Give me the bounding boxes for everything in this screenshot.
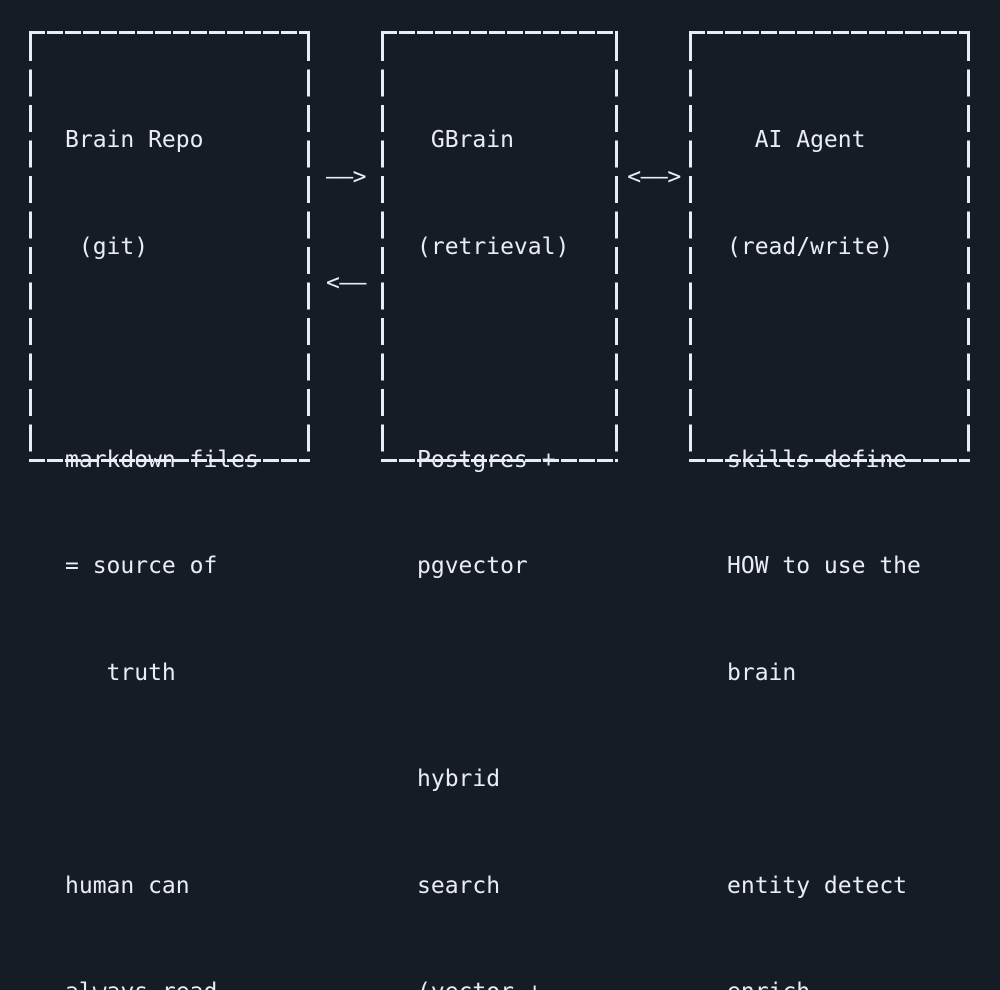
- box-ai-agent-line-subtitle: (read/write): [727, 233, 894, 260]
- box-ai-agent-top-border: [689, 31, 970, 34]
- box-gbrain-line-3: Postgres +: [417, 446, 556, 473]
- box-gbrain-right-border: [615, 34, 618, 459]
- box-ai-agent-bottom-border: [689, 459, 970, 462]
- box-gbrain-line-subtitle: (retrieval): [417, 233, 570, 260]
- box-brain-repo-bottom-border: [29, 459, 310, 462]
- box-ai-agent-right-border: [967, 34, 970, 459]
- arrow-right-icon-repo-to-gbrain: ——>: [325, 164, 367, 190]
- box-gbrain-line-6: hybrid: [417, 766, 501, 792]
- box-gbrain-left-border: [381, 34, 384, 459]
- box-ai-agent-line-title: AI Agent: [727, 127, 866, 153]
- box-gbrain-line-7: search: [417, 872, 501, 899]
- box-ai-agent: AI Agent (read/write) skills define HOW …: [689, 31, 970, 990]
- box-brain-repo-line-title: Brain Repo: [65, 127, 204, 153]
- box-ai-agent-line-5: brain: [727, 659, 797, 686]
- box-gbrain-body: GBrain (retrieval) Postgres + pgvector h…: [381, 31, 618, 990]
- box-brain-repo-line-5: truth: [65, 659, 176, 686]
- box-brain-repo-left-border: [29, 34, 32, 459]
- box-brain-repo-right-border: [307, 34, 310, 459]
- architecture-diagram: Brain Repo (git) markdown files = source…: [29, 31, 970, 990]
- box-gbrain-top-border: [381, 31, 618, 34]
- box-ai-agent-line-8: enrich: [727, 975, 970, 990]
- box-ai-agent-line-4: HOW to use the: [727, 553, 921, 579]
- box-gbrain: GBrain (retrieval) Postgres + pgvector h…: [381, 31, 618, 990]
- box-brain-repo-line-7: human can: [65, 872, 190, 899]
- arrow-bidirectional-icon-gbrain-agent: <——>: [627, 164, 681, 190]
- box-ai-agent-left-border: [689, 34, 692, 459]
- box-ai-agent-line-3: skills define: [727, 446, 908, 473]
- arrow-left-icon-gbrain-to-repo: <——: [325, 270, 367, 296]
- box-ai-agent-body: AI Agent (read/write) skills define HOW …: [689, 31, 970, 990]
- box-gbrain-line-4: pgvector: [417, 553, 528, 579]
- box-ai-agent-line-7: entity detect: [727, 872, 908, 899]
- box-gbrain-bottom-border: [381, 459, 618, 462]
- box-gbrain-line-8: (vector +: [417, 975, 618, 990]
- box-brain-repo-line-subtitle: (git): [65, 233, 149, 260]
- box-brain-repo: Brain Repo (git) markdown files = source…: [29, 31, 310, 990]
- box-brain-repo-top-border: [29, 31, 310, 34]
- box-brain-repo-body: Brain Repo (git) markdown files = source…: [29, 31, 310, 990]
- box-brain-repo-line-3: markdown files: [65, 446, 259, 473]
- box-gbrain-line-title: GBrain: [417, 127, 514, 153]
- box-brain-repo-line-4: = source of: [65, 553, 218, 579]
- box-brain-repo-line-8: always read: [65, 975, 310, 990]
